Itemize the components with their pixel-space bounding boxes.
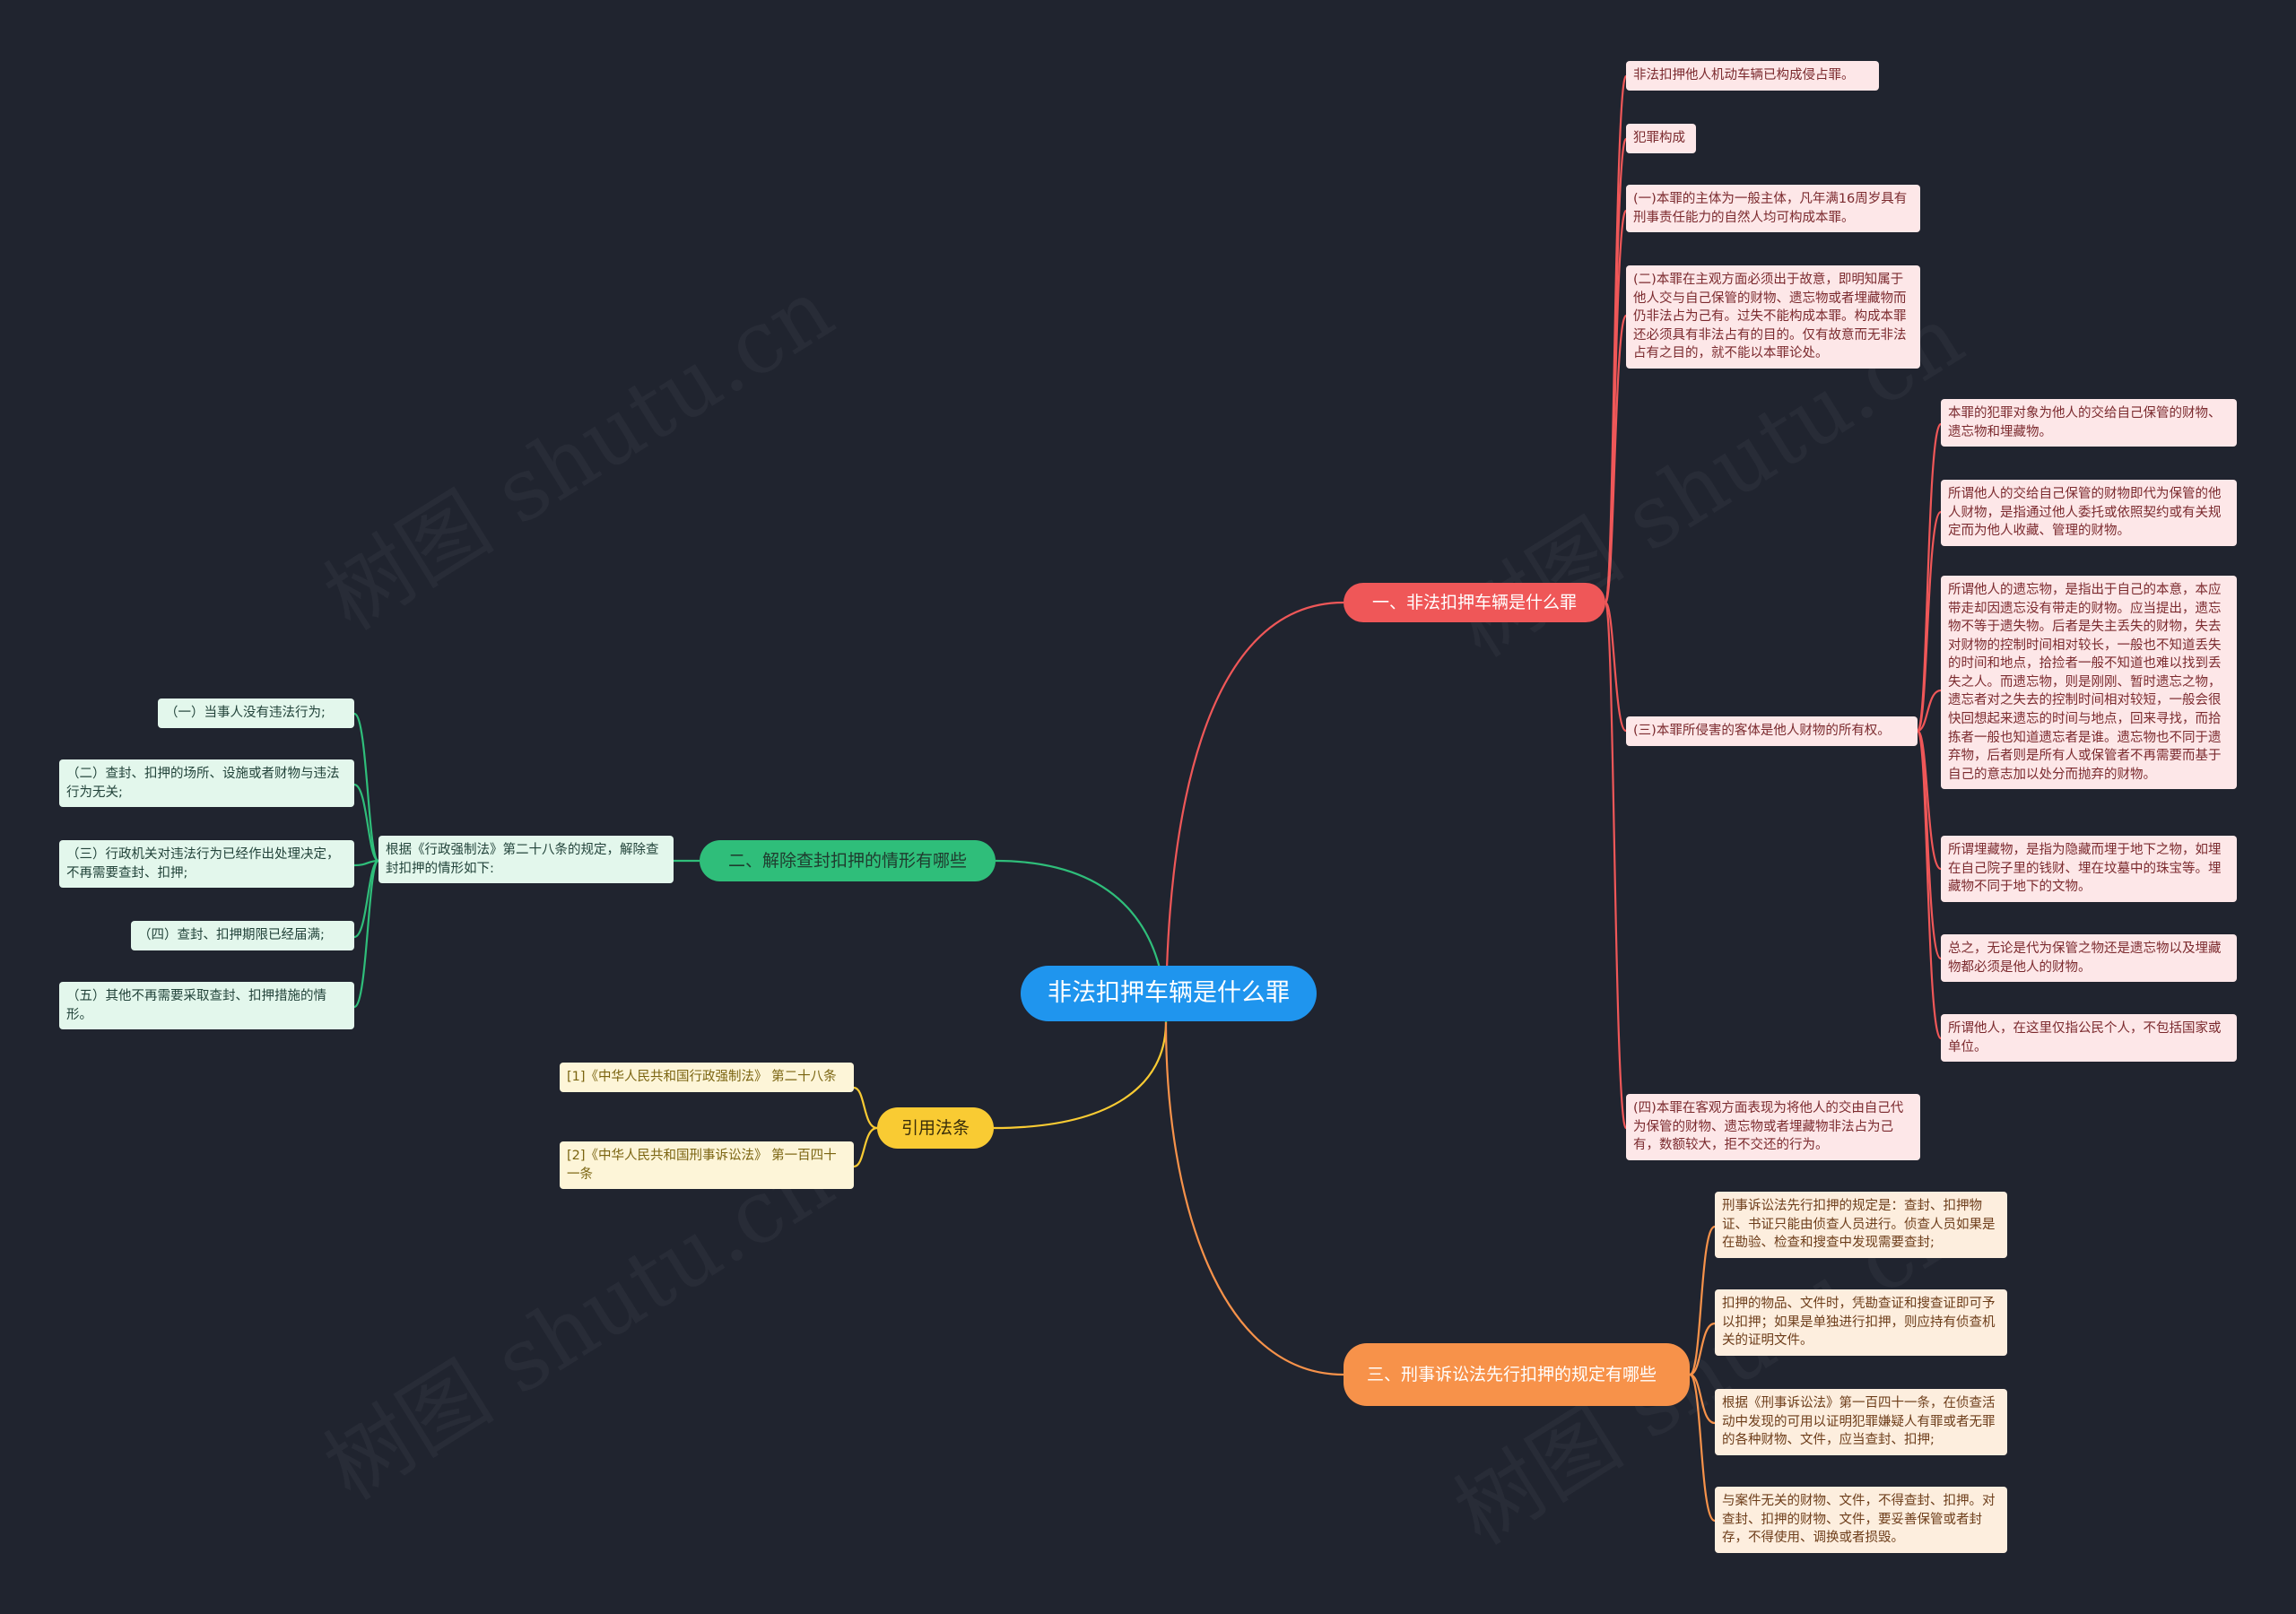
branch-release-seizure[interactable]: 二、解除查封扣押的情形有哪些 xyxy=(700,840,996,881)
b1-sub-item[interactable]: 本罪的犯罪对象为他人的交给自己保管的财物、遗忘物和埋藏物。 xyxy=(1941,399,2237,447)
b1-item[interactable]: (三)本罪所侵害的客体是他人财物的所有权。 xyxy=(1626,716,1918,746)
b2-item[interactable]: （五）其他不再需要采取查封、扣押措施的情形。 xyxy=(59,982,354,1030)
b4-item[interactable]: 刑事诉讼法先行扣押的规定是：查封、扣押物证、书证只能由侦查人员进行。侦查人员如果… xyxy=(1715,1192,2007,1258)
b4-item[interactable]: 根据《刑事诉讼法》第一百四十一条，在侦查活动中发现的可用以证明犯罪嫌疑人有罪或者… xyxy=(1715,1389,2007,1455)
b1-item[interactable]: (四)本罪在客观方面表现为将他人的交由自己代为保管的财物、遗忘物或者埋藏物非法占… xyxy=(1626,1094,1920,1160)
b1-item[interactable]: (二)本罪在主观方面必须出于故意，即明知属于他人交与自己保管的财物、遗忘物或者埋… xyxy=(1626,265,1920,369)
b1-sub-item[interactable]: 所谓他人的交给自己保管的财物即代为保管的他人财物，是指通过他人委托或依照契约或有… xyxy=(1941,480,2237,546)
b2-intro[interactable]: 根据《行政强制法》第二十八条的规定，解除查封扣押的情形如下: xyxy=(378,836,674,884)
b2-item[interactable]: （三）行政机关对违法行为已经作出处理决定，不再需要查封、扣押; xyxy=(59,840,354,889)
b2-item[interactable]: （四）查封、扣押期限已经届满; xyxy=(131,921,354,950)
b1-item[interactable]: (一)本罪的主体为一般主体，凡年满16周岁具有刑事责任能力的自然人均可构成本罪。 xyxy=(1626,185,1920,233)
edge-root-b3 xyxy=(993,1021,1168,1130)
b3-item[interactable]: [1]《中华人民共和国行政强制法》 第二十八条 xyxy=(560,1063,854,1092)
b4-item[interactable]: 扣押的物品、文件时，凭勘查证和搜查证即可予以扣押；如果是单独进行扣押，则应持有侦… xyxy=(1715,1289,2007,1356)
edge-root-b1 xyxy=(1164,601,1344,1023)
branch-criminal-procedure[interactable]: 三、刑事诉讼法先行扣押的规定有哪些 xyxy=(1344,1343,1690,1406)
b2-item[interactable]: （二）查封、扣押的场所、设施或者财物与违法行为无关; xyxy=(59,759,354,808)
b4-item[interactable]: 与案件无关的财物、文件，不得查封、扣押。对查封、扣押的财物、文件，要妥善保管或者… xyxy=(1715,1487,2007,1553)
b1-sub-item[interactable]: 所谓埋藏物，是指为隐藏而埋于地下之物，如埋在自己院子里的钱财、埋在坟墓中的珠宝等… xyxy=(1941,836,2237,902)
b1-sub-item[interactable]: 所谓他人的遗忘物，是指出于自己的本意，本应带走却因遗忘没有带走的财物。应当提出，… xyxy=(1941,576,2237,790)
b1-item[interactable]: 非法扣押他人机动车辆已构成侵占罪。 xyxy=(1626,61,1879,91)
branch-cited-laws[interactable]: 引用法条 xyxy=(877,1107,994,1149)
root-topic[interactable]: 非法扣押车辆是什么罪 xyxy=(1021,966,1317,1021)
b3-item[interactable]: [2]《中华人民共和国刑事诉讼法》 第一百四十一条 xyxy=(560,1141,854,1190)
b1-sub-item[interactable]: 总之，无论是代为保管之物还是遗忘物以及埋藏物都必须是他人的财物。 xyxy=(1941,934,2237,983)
b2-item[interactable]: （一）当事人没有违法行为; xyxy=(158,699,354,728)
edge-root-b4 xyxy=(1164,1021,1344,1376)
b1-item[interactable]: 犯罪构成 xyxy=(1626,124,1696,153)
b1-sub-item[interactable]: 所谓他人，在这里仅指公民个人，不包括国家或单位。 xyxy=(1941,1014,2237,1063)
branch-what-crime[interactable]: 一、非法扣押车辆是什么罪 xyxy=(1344,583,1605,622)
